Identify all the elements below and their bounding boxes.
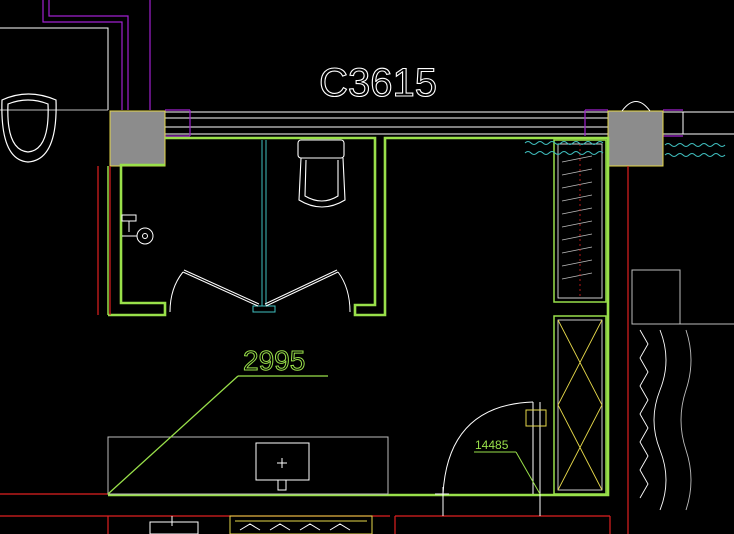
bathroom-toilet [297, 139, 346, 208]
left-column [109, 110, 166, 167]
right-column [607, 110, 664, 167]
dimension-14485: 14485 [474, 438, 541, 495]
window-frame-magenta [165, 109, 683, 137]
right-vent-arc [621, 101, 651, 112]
shower-tap [121, 214, 154, 245]
vanity-counter [107, 436, 389, 495]
window-label: C3615 [319, 61, 437, 105]
window-wall-lines [150, 111, 734, 135]
shower-doors [169, 269, 351, 313]
dimension-2995: 2995 [107, 345, 328, 495]
bathroom-walls [107, 136, 610, 497]
dimension-small-label: 14485 [475, 438, 509, 452]
left-toilet-fixture [1, 93, 57, 163]
red-walls [0, 166, 629, 534]
right-cabinet [553, 139, 607, 495]
door-swing [435, 401, 547, 516]
top-left-walls [0, 0, 151, 111]
dimension-main-label: 2995 [243, 345, 305, 376]
bottom-fixtures [149, 515, 373, 534]
right-side-elements [631, 269, 734, 511]
coil-pipes [524, 141, 726, 157]
